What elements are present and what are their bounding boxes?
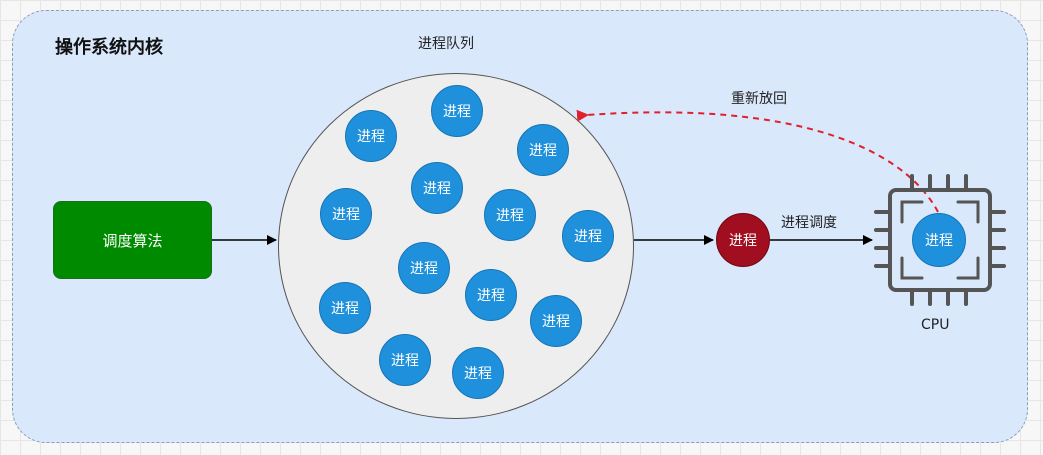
reschedule-label: 重新放回: [731, 91, 787, 107]
queue-label: 进程队列: [418, 36, 474, 52]
scheduling-algorithm-box: 调度算法: [53, 201, 212, 279]
cpu-chip-icon: [874, 174, 1006, 306]
queue-process: 进程: [319, 282, 371, 334]
dispatch-label: 进程调度: [781, 215, 837, 231]
queue-process: 进程: [517, 124, 569, 176]
queue-process: 进程: [411, 162, 463, 214]
cpu-label: CPU: [921, 317, 950, 333]
queue-process: 进程: [465, 269, 517, 321]
queue-process: 进程: [484, 189, 536, 241]
queue-process: 进程: [562, 210, 614, 262]
queue-process: 进程: [379, 334, 431, 386]
queue-process: 进程: [431, 85, 483, 137]
queue-process: 进程: [398, 242, 450, 294]
queue-process: 进程: [345, 110, 397, 162]
kernel-title: 操作系统内核: [55, 37, 163, 58]
scheduling-algorithm-label: 调度算法: [102, 231, 163, 250]
queue-process: 进程: [452, 347, 504, 399]
queue-process: 进程: [530, 295, 582, 347]
queue-process: 进程: [320, 188, 372, 240]
reschedule-arrow: [576, 109, 939, 213]
cpu-running-process: 进程: [912, 213, 966, 267]
selected-process: 进程: [716, 213, 770, 267]
